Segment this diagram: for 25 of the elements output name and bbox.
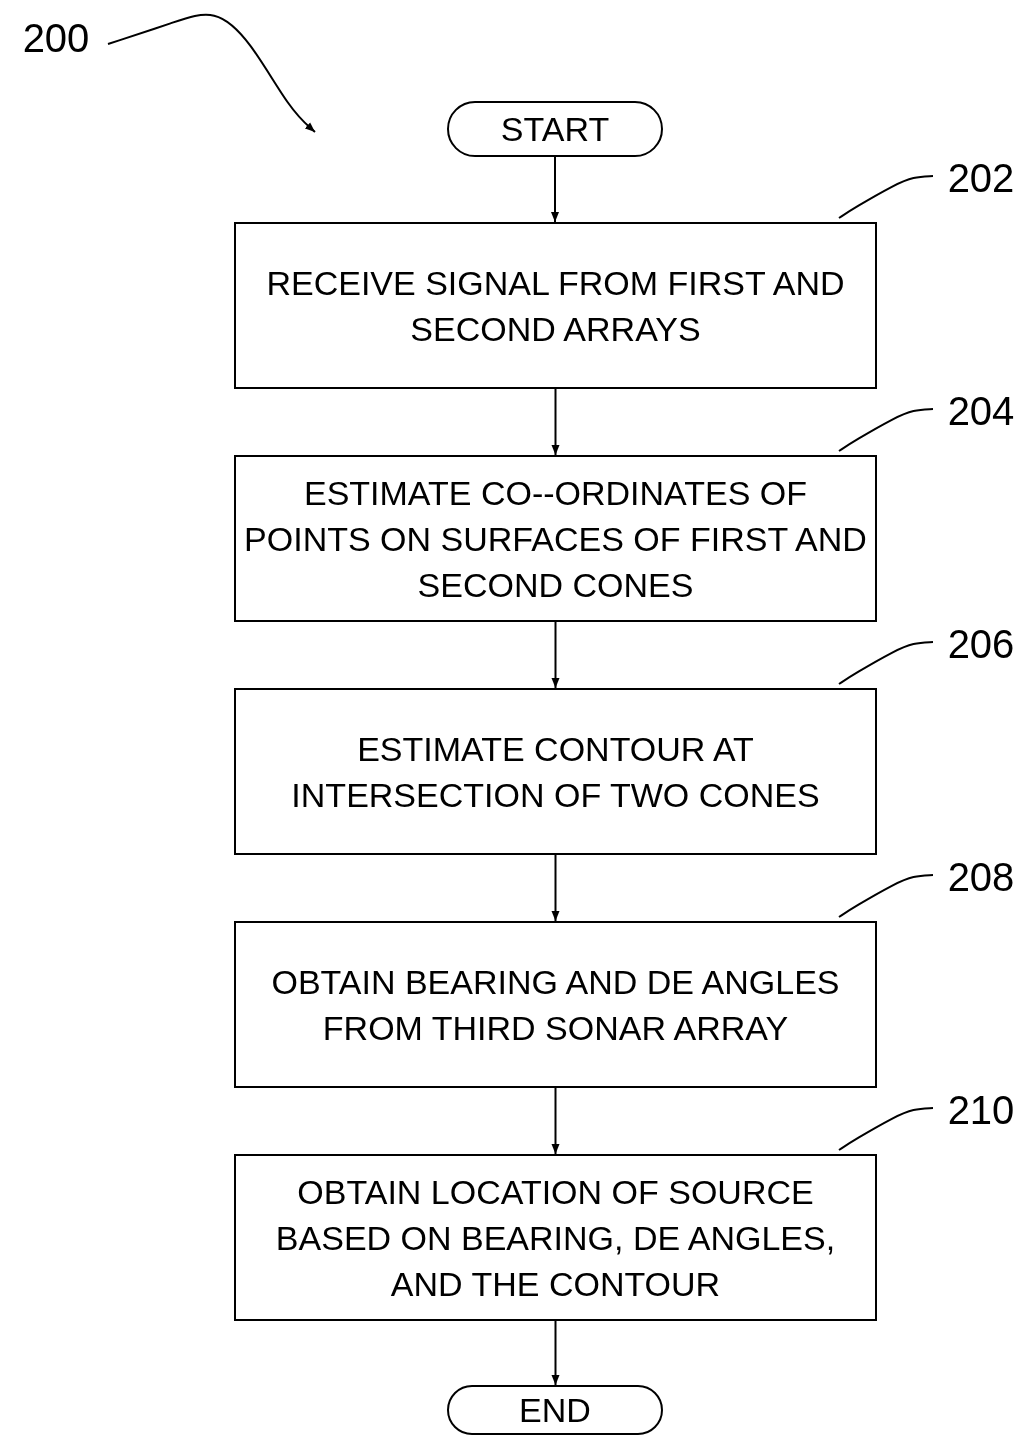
arrow (551, 854, 560, 922)
terminal-pill: END (447, 1385, 663, 1435)
leader-line (838, 641, 934, 685)
process-box: RECEIVE SIGNAL FROM FIRST AND SECOND ARRAYS (234, 222, 877, 389)
leader-line (838, 874, 934, 918)
reference-numeral: 208 (935, 852, 1027, 902)
reference-numeral: 200 (8, 12, 104, 64)
arrow (551, 156, 559, 223)
reference-numeral: 202 (935, 153, 1027, 203)
leader-line (838, 1107, 934, 1151)
reference-numeral: 204 (935, 386, 1027, 436)
leader-line (838, 175, 934, 219)
arrow (551, 1320, 560, 1386)
process-box: ESTIMATE CONTOUR AT INTERSECTION OF TWO CONES (234, 688, 877, 855)
reference-numeral: 210 (935, 1085, 1027, 1135)
process-box: ESTIMATE CO--ORDINATES OF POINTS ON SURFACES OF FIRST AND SECOND CONES (234, 455, 877, 622)
arrow (551, 388, 560, 456)
leader-line (838, 408, 934, 452)
terminal-pill: START (447, 101, 663, 157)
arrow (107, 13, 316, 133)
process-box: OBTAIN LOCATION OF SOURCE BASED ON BEARING, DE ANGLES, AND THE CONTOUR (234, 1154, 877, 1321)
arrow (551, 1087, 560, 1155)
arrow (551, 621, 560, 689)
reference-numeral: 206 (935, 619, 1027, 669)
process-box: OBTAIN BEARING AND DE ANGLES FROM THIRD SONAR ARRAY (234, 921, 877, 1088)
